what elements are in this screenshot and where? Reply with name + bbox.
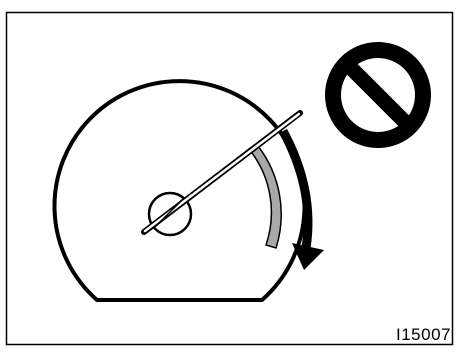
figure-id-label: I15007 [396, 325, 451, 345]
no-entry-icon [325, 42, 431, 148]
gauge-body [55, 81, 305, 300]
